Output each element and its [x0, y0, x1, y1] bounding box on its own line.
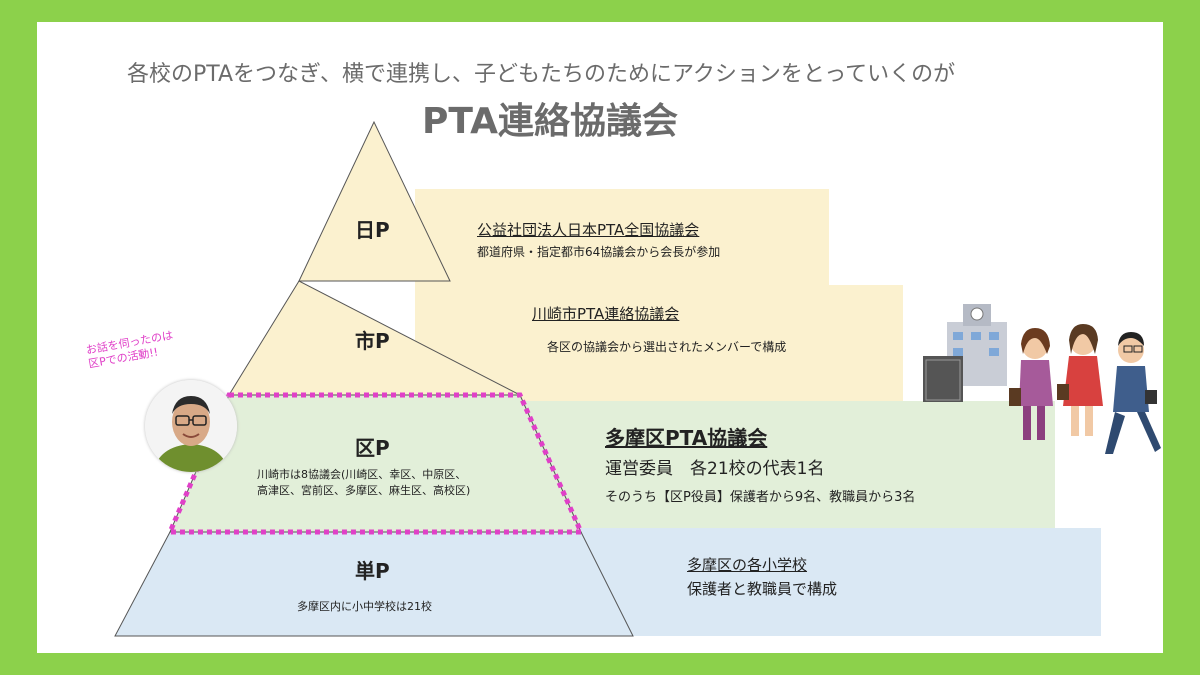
pyramid-tier-nichi — [298, 120, 451, 282]
org-name-nichi: 公益社団法人日本PTA全国協議会 — [477, 221, 700, 239]
slide: 各校のPTAをつなぎ、横で連携し、子どもたちのためにアクションをとっていくのが … — [37, 22, 1163, 653]
org-desc-shi: 各区の協議会から選出されたメンバーで構成 — [547, 340, 787, 354]
org-name-tan: 多摩区の各小学校 — [687, 556, 808, 574]
org-name-ku: 多摩区PTA協議会 — [605, 426, 768, 450]
level-label-shi: 市P — [355, 329, 390, 353]
level-label-nichi: 日P — [355, 218, 390, 242]
pyramid-tier-tan — [114, 531, 634, 637]
org-desc-nichi: 都道府県・指定都市64協議会から会長が参加 — [477, 245, 721, 259]
speaker-photo — [145, 380, 237, 472]
org-desc-tan: 保護者と教職員で構成 — [687, 580, 838, 598]
header-title: PTA連絡協議会 — [422, 101, 679, 142]
level-label-tan: 単P — [355, 559, 390, 583]
org-name-shi: 川崎市PTA連絡協議会 — [532, 305, 680, 323]
ku-committee: 運営委員 各21校の代表1名 — [605, 459, 825, 479]
tan-note: 多摩区内に小中学校は21校 — [297, 600, 432, 613]
band-nichi — [415, 189, 829, 300]
ku-note-line1: 川崎市は8協議会(川崎区、幸区、中原区、 — [257, 468, 467, 481]
level-label-ku: 区P — [355, 436, 390, 460]
ku-officers: そのうち【区P役員】保護者から9名、教職員から3名 — [605, 490, 916, 505]
school-people-illustration — [923, 304, 1161, 454]
ku-highlight-frame — [166, 392, 585, 535]
pyramid-diagram — [114, 120, 634, 637]
header-subtitle: 各校のPTAをつなぎ、横で連携し、子どもたちのためにアクションをとっていくのが — [127, 62, 956, 87]
ku-note-line2: 高津区、宮前区、多摩区、麻生区、高校区) — [257, 484, 471, 497]
